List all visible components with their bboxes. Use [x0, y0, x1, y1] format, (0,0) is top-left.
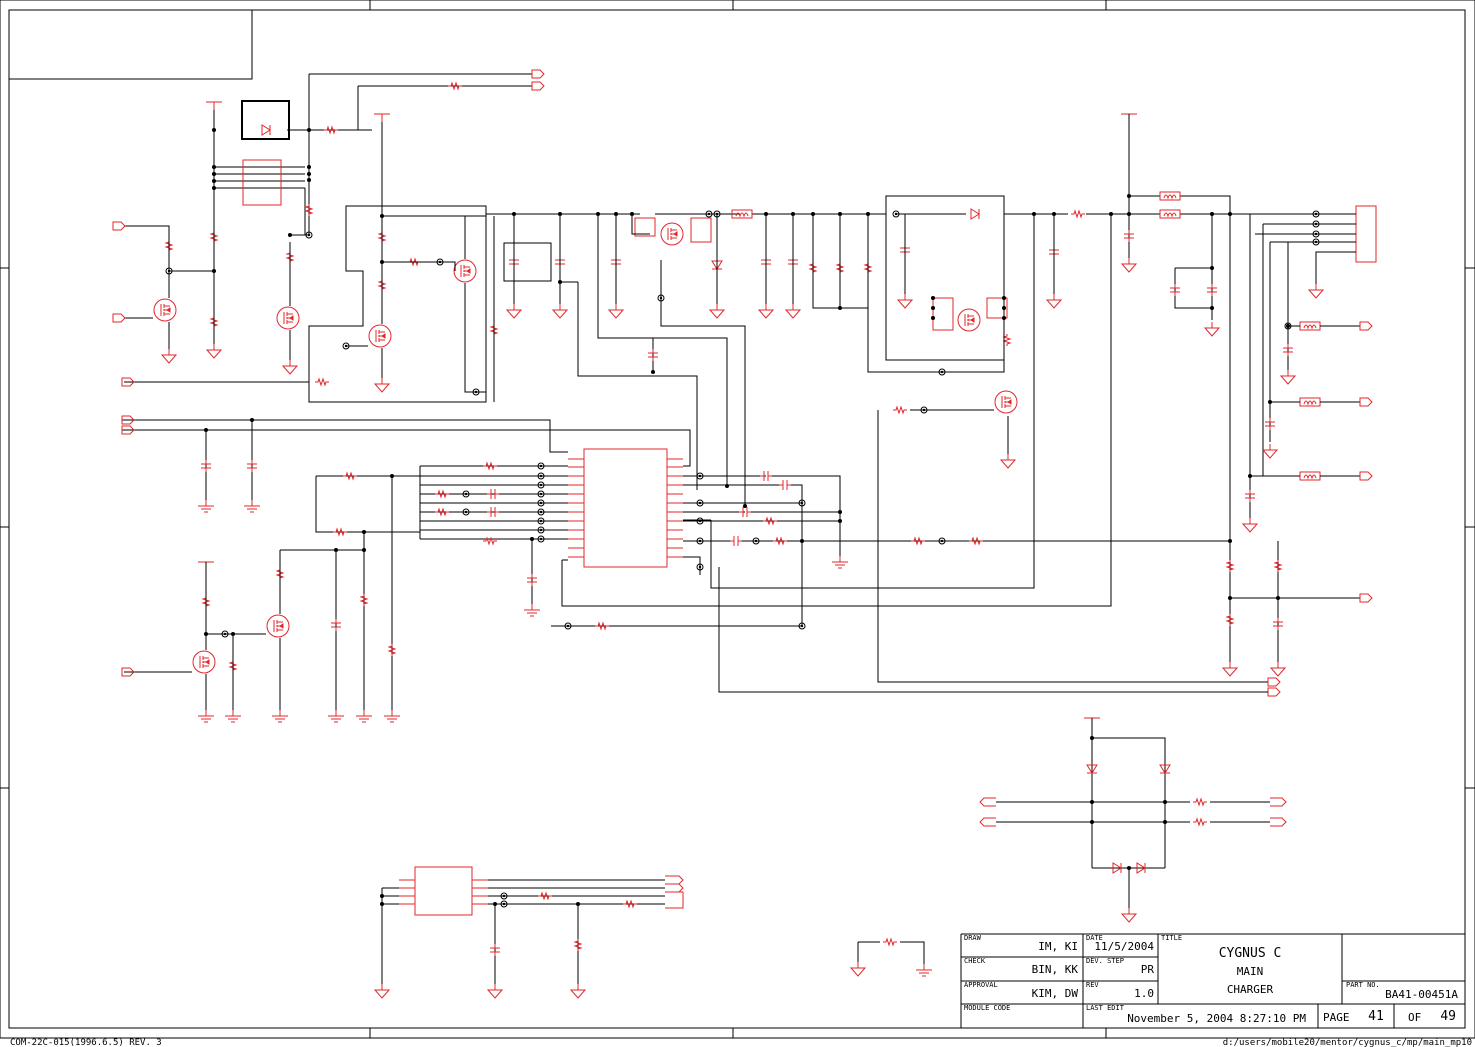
file-path: d:/users/mobile20/mentor/cygnus_c/mp/mai…	[1223, 1038, 1472, 1047]
last-edit-value: November 5, 2004 8:27:10 PM	[1127, 1012, 1306, 1025]
page-label: PAGE	[1323, 1011, 1350, 1024]
date-value: 11/5/2004	[1094, 940, 1154, 953]
title-line-1: CYGNUS C	[1219, 946, 1282, 961]
check-label: CHECK	[964, 957, 986, 965]
controller-ic	[583, 448, 668, 568]
charger-input-section	[112, 69, 545, 403]
last-edit-label: LAST EDIT	[1086, 1004, 1125, 1012]
detect-section	[121, 550, 401, 723]
approval-label: APPROVAL	[964, 981, 998, 989]
draw-label: DRAW	[964, 934, 982, 942]
bottom-ic-section	[374, 866, 933, 999]
part-no-value: BA41-00451A	[1385, 988, 1458, 1001]
rev-value: 1.0	[1134, 987, 1154, 1000]
draw-value: IM, KI	[1038, 940, 1078, 953]
module-code-label: MODULE CODE	[964, 1004, 1010, 1012]
of-label: OF	[1408, 1011, 1421, 1024]
logo-box	[8, 9, 253, 80]
output-filter-section	[561, 113, 1377, 697]
esd-diode-section	[979, 717, 1287, 923]
title-block: DRAW IM, KI CHECK BIN, KK APPROVAL KIM, …	[960, 933, 1465, 1028]
form-code: COM-22C-015(1996.6.5) REV. 3	[10, 1038, 162, 1047]
total-pages: 49	[1440, 1009, 1456, 1024]
dev-step-value: PR	[1141, 963, 1155, 976]
buck-converter-section	[486, 195, 1316, 683]
check-value: BIN, KK	[1032, 963, 1079, 976]
date-label: DATE	[1086, 934, 1103, 942]
title-line-3: CHARGER	[1227, 983, 1274, 996]
page-number: 41	[1368, 1009, 1384, 1024]
fet-block-outline	[308, 205, 487, 403]
charger-controller-section	[121, 415, 1268, 712]
rev-label: REV	[1086, 981, 1099, 989]
part-no-label: PART NO.	[1346, 981, 1380, 989]
title-label: TITLE	[1161, 934, 1182, 942]
approval-value: KIM, DW	[1032, 987, 1079, 1000]
dev-step-label: DEV. STEP	[1086, 957, 1124, 965]
title-line-2: MAIN	[1237, 965, 1264, 978]
